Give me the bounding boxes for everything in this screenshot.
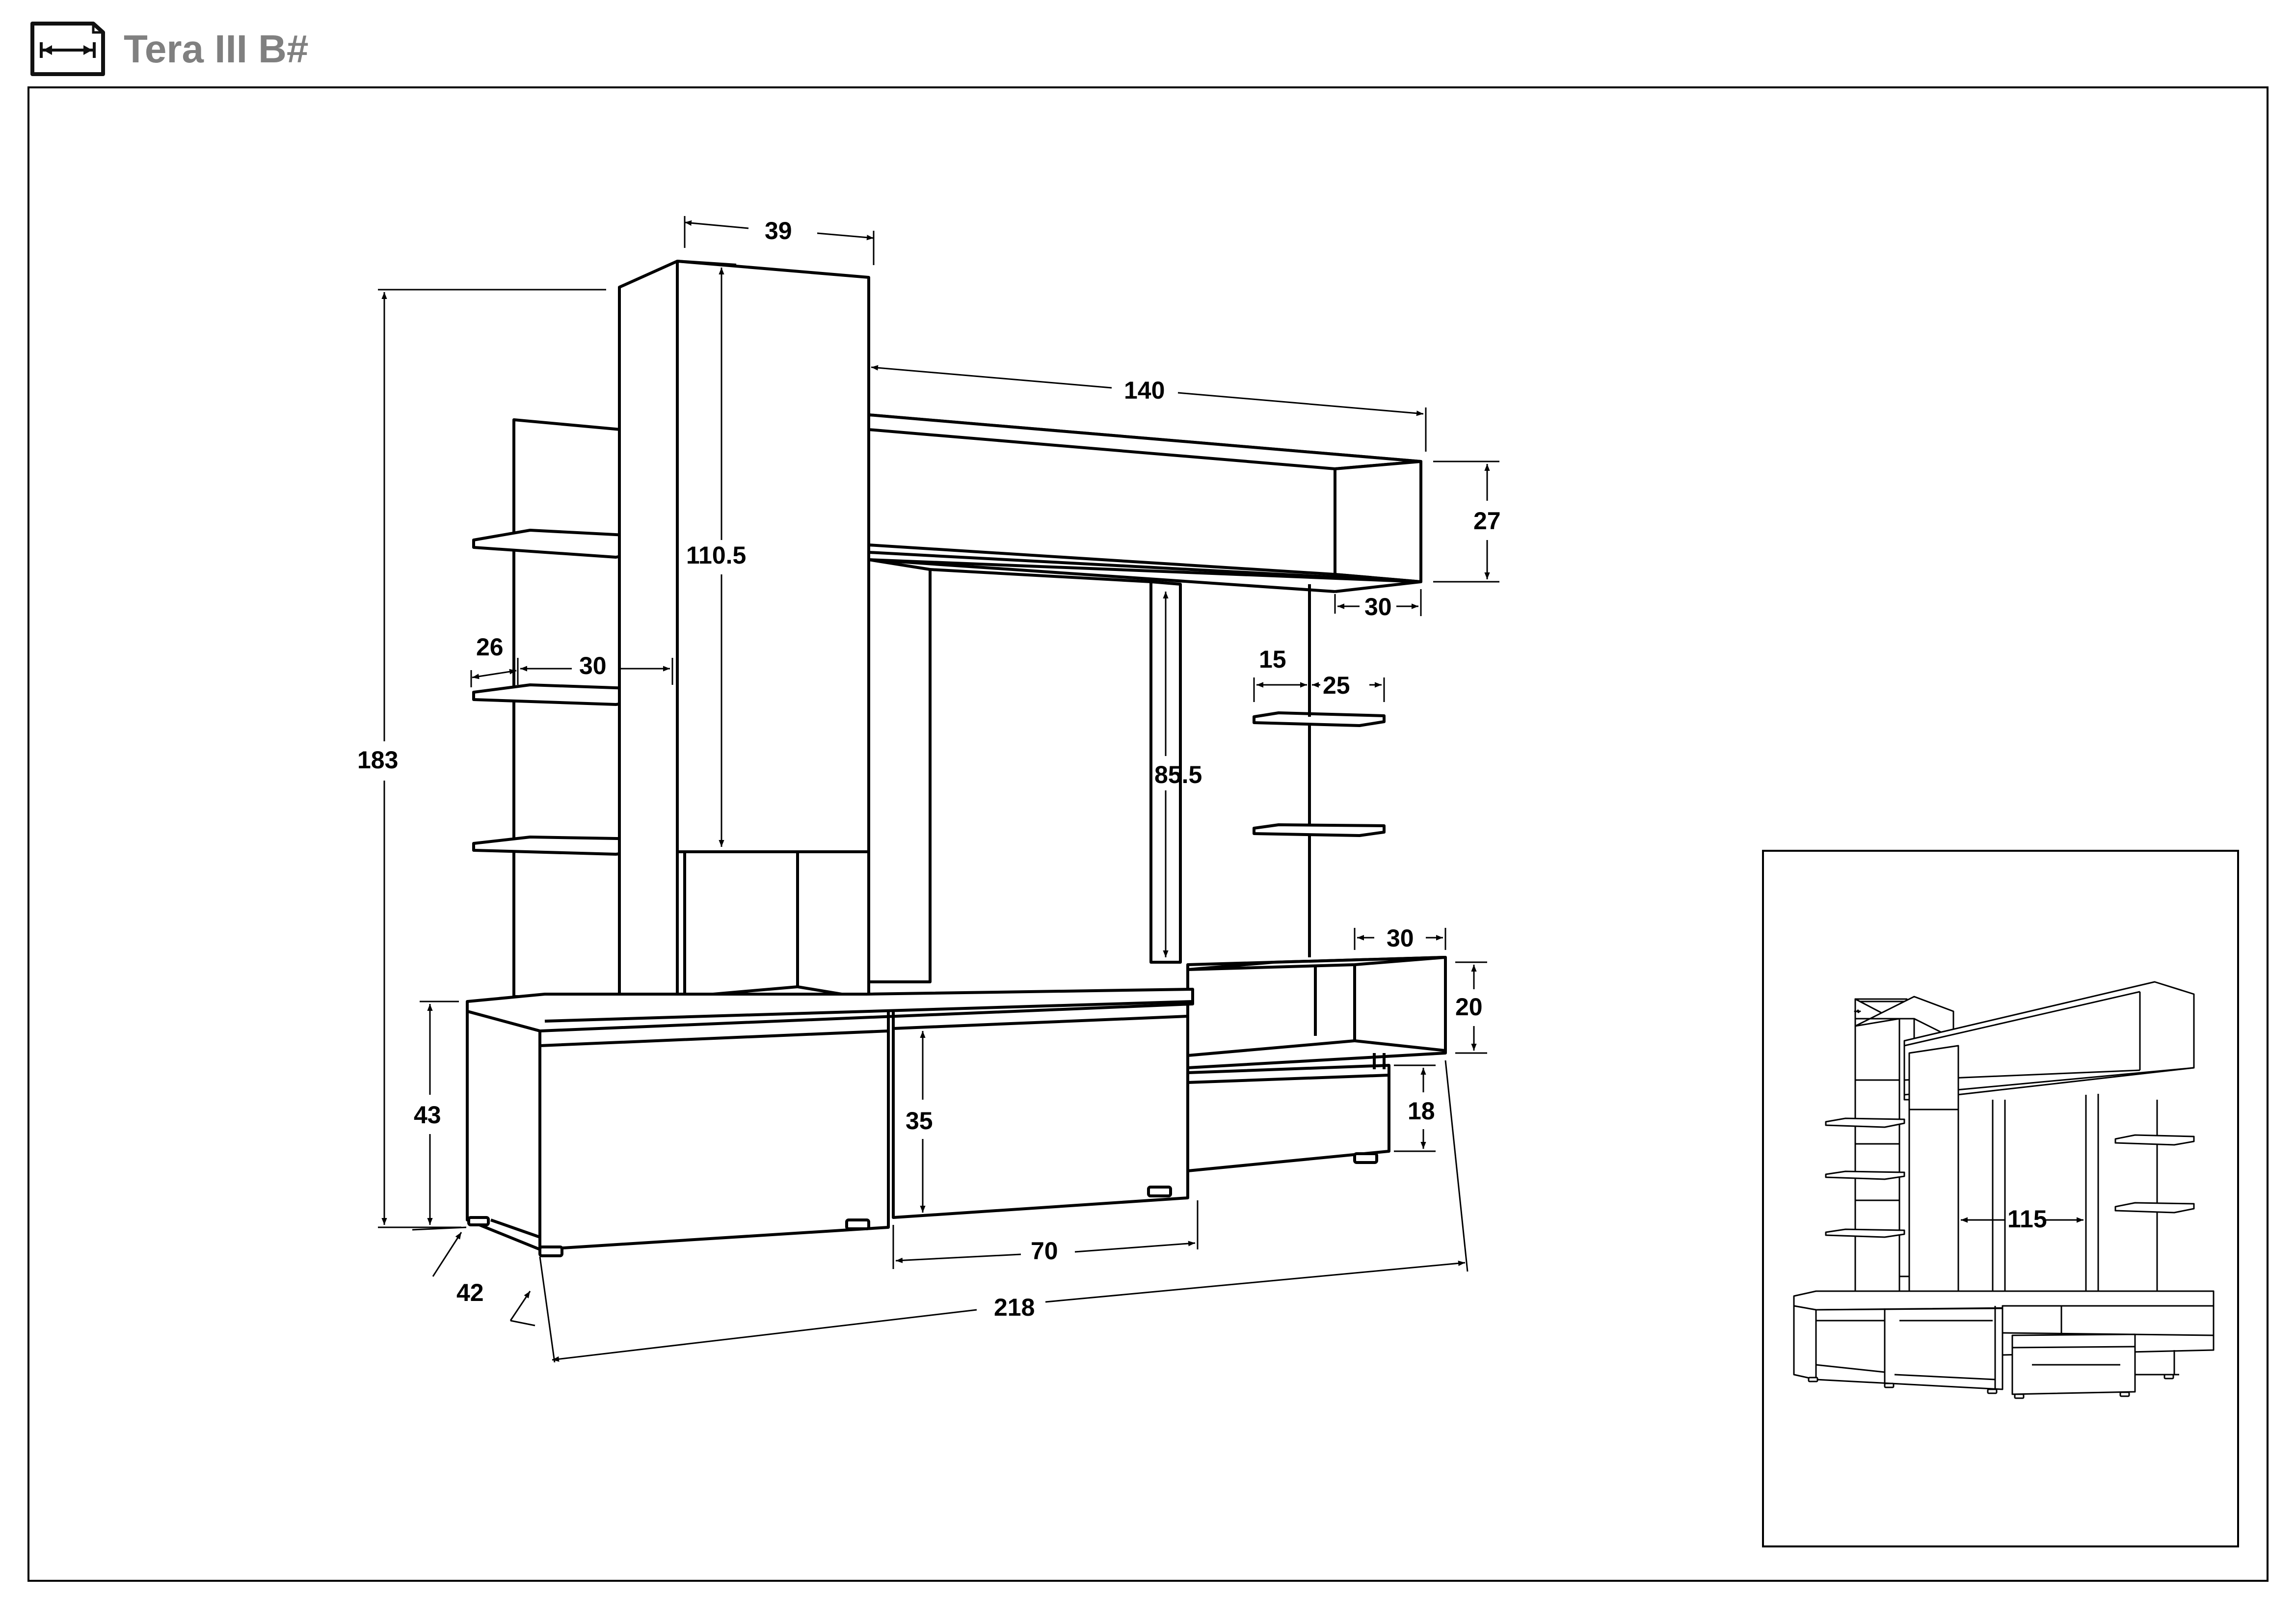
inset-drawing: 115 bbox=[1793, 981, 2215, 1399]
main-frame bbox=[27, 86, 2269, 1582]
base-cabinet-side bbox=[466, 1010, 541, 1251]
dim-15: 15 bbox=[1259, 646, 1286, 673]
wall-shelf-upper bbox=[1253, 711, 1386, 727]
dim-27: 27 bbox=[1473, 507, 1501, 535]
dim-35: 35 bbox=[906, 1107, 933, 1135]
dim-218: 218 bbox=[994, 1294, 1035, 1321]
tv-back-right-post bbox=[1149, 580, 1182, 964]
base-door-left bbox=[538, 1029, 890, 1251]
dim-110-5: 110.5 bbox=[686, 541, 746, 569]
dim-43: 43 bbox=[414, 1101, 441, 1129]
wall-shelf-lower bbox=[1253, 823, 1386, 837]
base-door-right bbox=[892, 1015, 1189, 1219]
left-shelf-panel bbox=[512, 418, 622, 998]
dim-70: 70 bbox=[1031, 1237, 1058, 1265]
leg bbox=[467, 1216, 490, 1226]
dim-30-left: 30 bbox=[579, 652, 607, 679]
dim-39: 39 bbox=[765, 217, 792, 244]
tall-cabinet-open-section bbox=[676, 850, 870, 1008]
dim-30-top: 30 bbox=[1364, 593, 1392, 621]
dim-26: 26 bbox=[476, 633, 504, 661]
dimension-lines: 39 140 27 30 110.5 26 30 15 25 85.5 183 … bbox=[357, 216, 1501, 1363]
dim-85-5: 85.5 bbox=[1154, 761, 1202, 788]
dim-42: 42 bbox=[456, 1279, 484, 1306]
page-title: Tera III B# bbox=[124, 27, 309, 71]
tall-cabinet-side bbox=[618, 260, 679, 1010]
dim-18: 18 bbox=[1408, 1097, 1435, 1125]
leg bbox=[538, 1245, 563, 1257]
leg bbox=[845, 1218, 870, 1230]
leg bbox=[1147, 1186, 1172, 1197]
dim-25: 25 bbox=[1323, 672, 1350, 699]
leg bbox=[1353, 1152, 1378, 1164]
dim-183: 183 bbox=[357, 746, 398, 774]
dim-20: 20 bbox=[1455, 993, 1483, 1021]
inset-frame bbox=[1762, 850, 2239, 1547]
furniture-unit bbox=[466, 260, 1447, 1257]
dim-140: 140 bbox=[1124, 377, 1165, 404]
tv-back-left-post bbox=[867, 558, 932, 983]
dimensions-icon bbox=[30, 22, 105, 76]
inset-dim-115: 115 bbox=[2007, 1205, 2047, 1233]
dim-30-low: 30 bbox=[1387, 924, 1414, 952]
